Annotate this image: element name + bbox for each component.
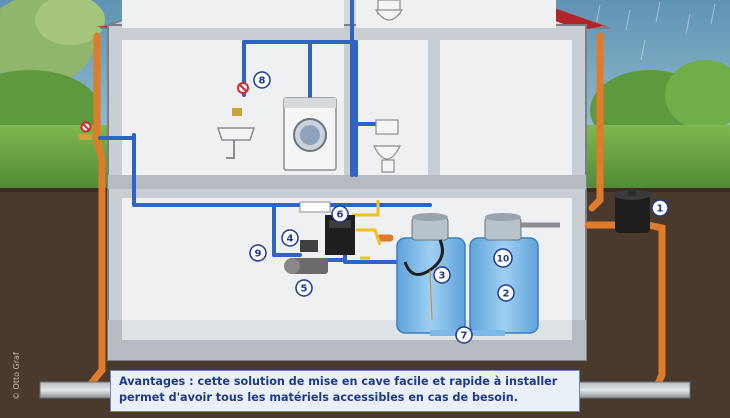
marker-6: 6 xyxy=(331,205,349,223)
control-cables xyxy=(352,200,382,260)
credit-text: © Otto Graf xyxy=(12,352,21,400)
photo-credit: © Otto Graf xyxy=(2,325,21,405)
pump xyxy=(284,240,328,274)
toilets xyxy=(373,0,404,173)
caption-line-1: Avantages : cette solution de mise en ca… xyxy=(119,375,558,388)
svg-text:5: 5 xyxy=(301,284,308,295)
supply-pipes xyxy=(98,0,432,264)
svg-text:1: 1 xyxy=(657,204,664,215)
marker-2: 2 xyxy=(497,284,515,302)
washing-machine xyxy=(283,97,337,171)
marker-8: 8 xyxy=(253,71,271,89)
filter-unit xyxy=(614,190,650,233)
marker-10: 10 xyxy=(493,248,513,268)
svg-text:8: 8 xyxy=(259,76,266,87)
marker-9: 9 xyxy=(249,244,267,262)
non-potable-signs xyxy=(80,82,249,133)
caption-line-2: permet d'avoir tous les matériels access… xyxy=(119,391,519,404)
marker-4: 4 xyxy=(281,229,299,247)
svg-text:6: 6 xyxy=(337,210,344,221)
marker-3: 3 xyxy=(433,266,451,284)
svg-text:3: 3 xyxy=(439,271,446,282)
svg-text:2: 2 xyxy=(503,289,510,300)
svg-text:10: 10 xyxy=(497,255,510,265)
float-line xyxy=(429,269,433,321)
advantages-caption: Avantages : cette solution de mise en ca… xyxy=(110,370,580,412)
wall-sink xyxy=(216,108,256,159)
svg-text:9: 9 xyxy=(255,249,262,260)
svg-text:7: 7 xyxy=(461,331,468,342)
garden-tap xyxy=(78,134,92,140)
control-unit xyxy=(299,201,355,255)
marker-1: 1 xyxy=(651,199,669,217)
svg-text:4: 4 xyxy=(287,234,294,245)
marker-5: 5 xyxy=(295,279,313,297)
marker-7: 7 xyxy=(455,326,473,344)
